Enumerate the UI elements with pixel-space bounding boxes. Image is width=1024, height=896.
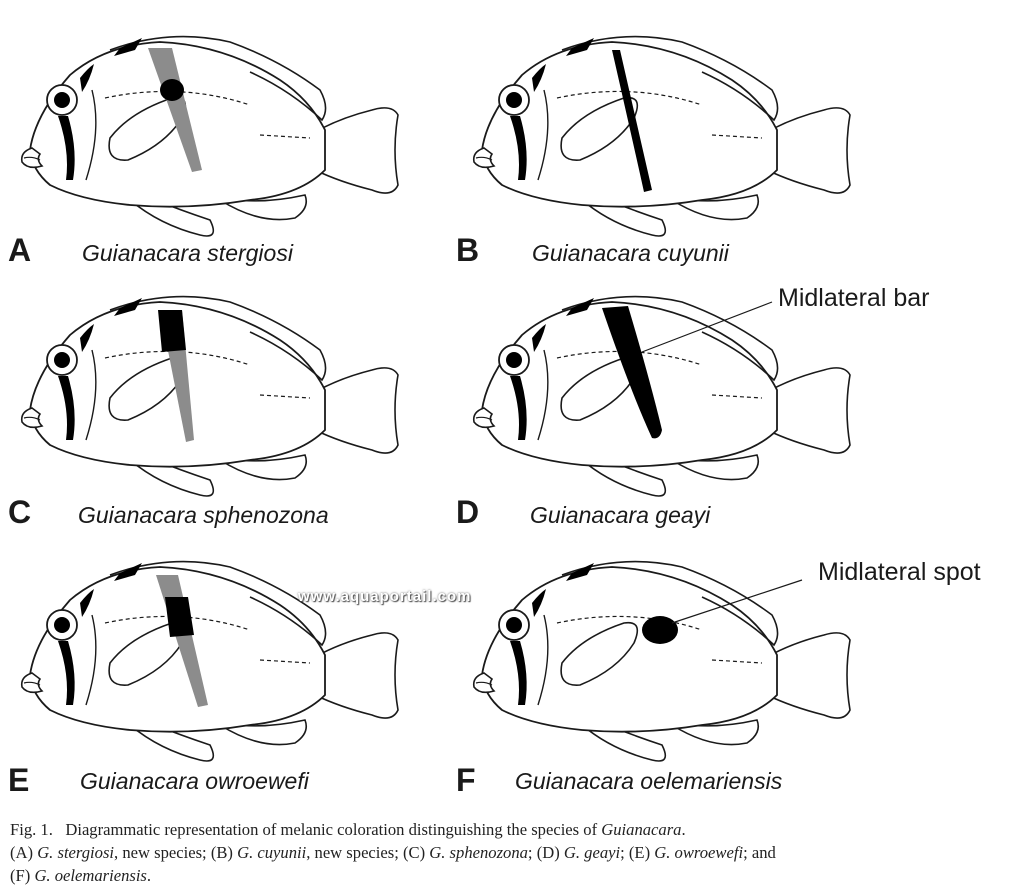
panel-letter-c: C	[8, 494, 32, 530]
caption-species-d: G. geayi	[563, 843, 621, 862]
caption-genus: Guianacara	[601, 820, 682, 839]
panel-letter-a: A	[8, 232, 32, 268]
panel-letter-d: D	[456, 494, 480, 530]
caption-species-f: G. oelemariensis	[34, 866, 147, 885]
panel-letter-f: F	[456, 762, 476, 798]
fish-drawing-b	[462, 20, 862, 260]
fish-drawing-d	[462, 280, 862, 520]
species-label-f: Guianacara oelemariensis	[515, 768, 783, 794]
fish-drawing-f	[462, 545, 862, 785]
caption-species-e: G. owroewefi	[654, 843, 744, 862]
caption-species-c: G. sphenozona	[429, 843, 528, 862]
species-label-a: Guianacara stergiosi	[82, 240, 293, 266]
fish-drawing-a	[10, 20, 410, 260]
fish-drawing-c	[10, 280, 410, 520]
panel-letter-e: E	[8, 762, 30, 798]
species-label-e: Guianacara owroewefi	[80, 768, 309, 794]
caption-fig-label: Fig. 1.	[10, 820, 53, 839]
caption-species-a: G. stergiosi	[37, 843, 115, 862]
watermark-text: www.aquaportail.com	[298, 588, 472, 605]
panel-letter-b: B	[456, 232, 480, 268]
figure-caption: Fig. 1. Diagrammatic representation of m…	[10, 820, 776, 885]
species-label-c: Guianacara sphenozona	[78, 502, 329, 528]
species-label-d: Guianacara geayi	[530, 502, 711, 528]
caption-text: Diagrammatic representation of melanic c…	[65, 820, 598, 839]
midlateral-spot-callout: Midlateral spot	[818, 558, 981, 586]
midlateral-bar-callout: Midlateral bar	[778, 284, 930, 312]
fish-drawing-e	[10, 545, 410, 785]
species-label-b: Guianacara cuyunii	[532, 240, 729, 266]
caption-species-b: G. cuyunii	[237, 843, 307, 862]
